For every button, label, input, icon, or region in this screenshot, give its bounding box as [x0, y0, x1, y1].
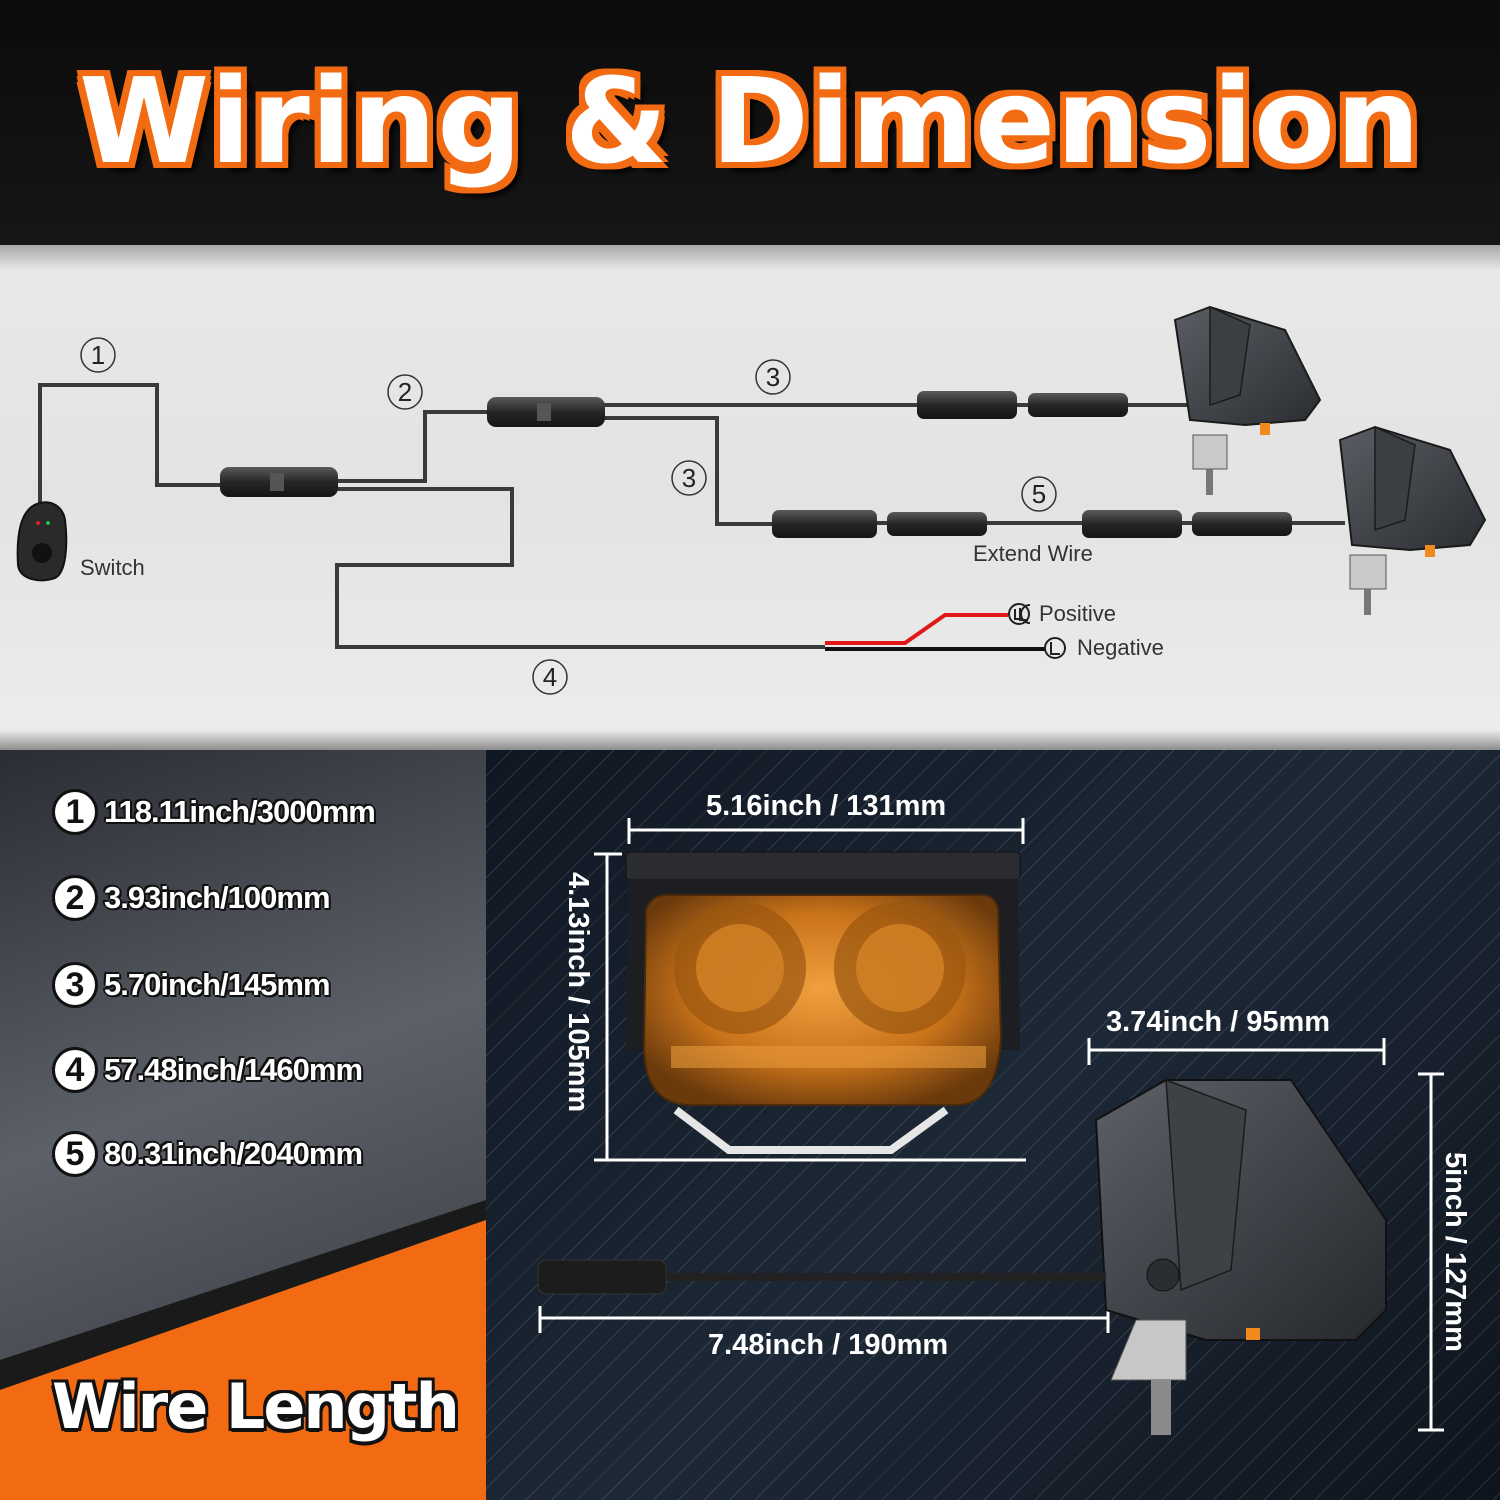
wire-number-3-lower: 3 — [682, 463, 696, 493]
wire-length-item: 1 118.11inch/3000mm — [52, 786, 376, 838]
wire-length-panel: 1 118.11inch/3000mm 2 3.93inch/100mm 3 5… — [0, 750, 486, 1500]
page-title: Wiring & Dimension — [79, 52, 1421, 190]
negative-label: Negative — [1077, 635, 1164, 660]
switch-label: Switch — [80, 555, 145, 580]
negative-terminal-icon — [1050, 642, 1060, 655]
lamp-icon-lower — [1338, 425, 1487, 615]
connector-pair-lower-b — [1082, 510, 1292, 538]
wire-length-number: 2 — [52, 875, 98, 921]
wire-length-value: 80.31inch/2040mm — [104, 1136, 363, 1171]
wire-length-value: 118.11inch/3000mm — [104, 794, 376, 829]
wire-length-number: 5 — [52, 1131, 98, 1177]
front-height-dimension: 4.13inch / 105mm — [562, 872, 594, 1113]
front-width-dimension: 5.16inch / 131mm — [706, 790, 947, 822]
wire-length-item: 3 5.70inch/145mm — [52, 959, 331, 1011]
splitter-connector — [487, 397, 605, 427]
wire-number-5: 5 — [1032, 479, 1046, 509]
wire-number-3-upper: 3 — [766, 362, 780, 392]
switch-icon — [16, 501, 68, 582]
positive-label: Positive — [1039, 601, 1116, 626]
harness-connector — [220, 467, 338, 497]
wire-length-title: Wire Length — [52, 1370, 460, 1443]
dimension-panel: 5.16inch / 131mm 4.13inch / 105mm 3.74in… — [486, 750, 1500, 1500]
positive-wire — [825, 613, 1008, 645]
lamp-icon-upper — [1173, 305, 1322, 495]
hero-banner: Wiring & Dimension — [0, 0, 1500, 245]
orange-accent-band — [0, 1200, 486, 1500]
side-depth-dimension: 3.74inch / 95mm — [1106, 1006, 1331, 1038]
wire-length-number: 1 — [52, 789, 98, 835]
side-height-dimension: 5inch / 127mm — [1439, 1152, 1471, 1352]
wire-length-number: 4 — [52, 1047, 98, 1093]
wire-number-2: 2 — [398, 377, 412, 407]
wire-length-item: 2 3.93inch/100mm — [52, 872, 331, 924]
connector-pair-lower-a — [772, 510, 987, 538]
dimension-drawing — [537, 818, 1444, 1435]
connector-pair-upper — [917, 391, 1128, 419]
cable-lines — [38, 383, 1345, 649]
wire-length-value: 3.93inch/100mm — [104, 880, 331, 915]
lamp-side-view — [537, 1078, 1387, 1435]
lamp-front-view — [625, 851, 1021, 1154]
wire-length-value: 5.70inch/145mm — [104, 967, 331, 1002]
wire-length-value: 57.48inch/1460mm — [104, 1052, 363, 1087]
wire-length-number: 3 — [52, 962, 98, 1008]
wire-length-item: 5 80.31inch/2040mm — [52, 1128, 363, 1180]
wire-length-item: 4 57.48inch/1460mm — [52, 1044, 363, 1096]
extend-wire-label: Extend Wire — [973, 541, 1093, 566]
cable-length-dimension: 7.48inch / 190mm — [708, 1329, 949, 1361]
wiring-diagram: 1 2 3 3 4 5 Switch Extend Wire Positive … — [0, 245, 1500, 750]
wire-number-1: 1 — [91, 340, 105, 370]
wire-number-4: 4 — [543, 662, 557, 692]
